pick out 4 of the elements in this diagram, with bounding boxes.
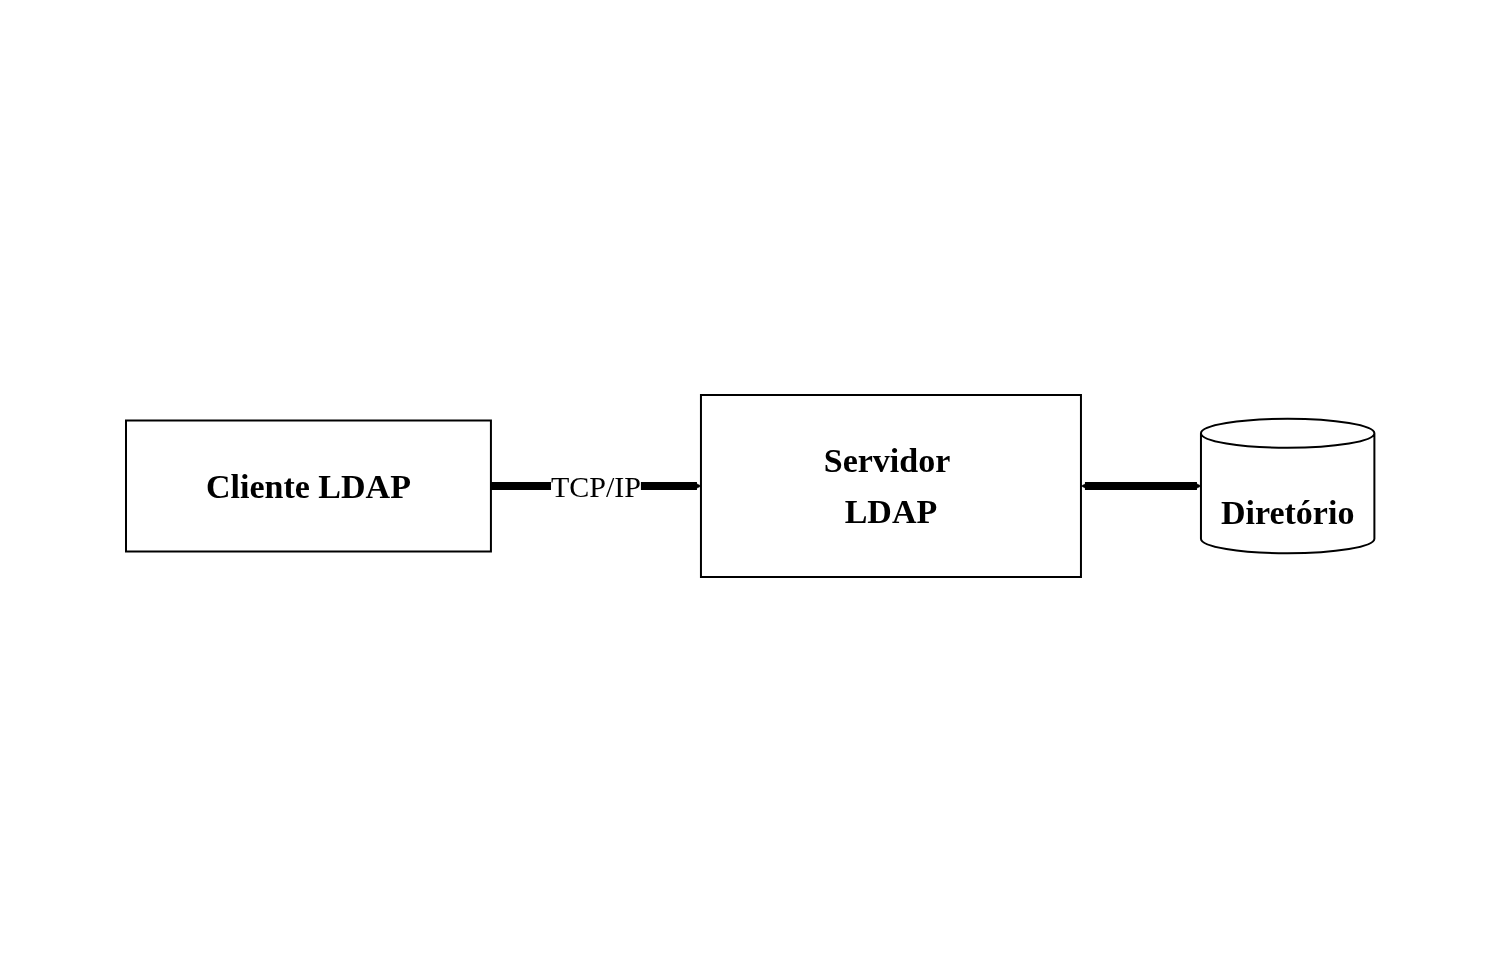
node-box: Cliente LDAP: [124, 419, 492, 553]
node-box: Servidor LDAP: [699, 394, 1082, 578]
arrow: [1080, 481, 1202, 491]
edge-label: TCP/IP: [550, 469, 641, 503]
